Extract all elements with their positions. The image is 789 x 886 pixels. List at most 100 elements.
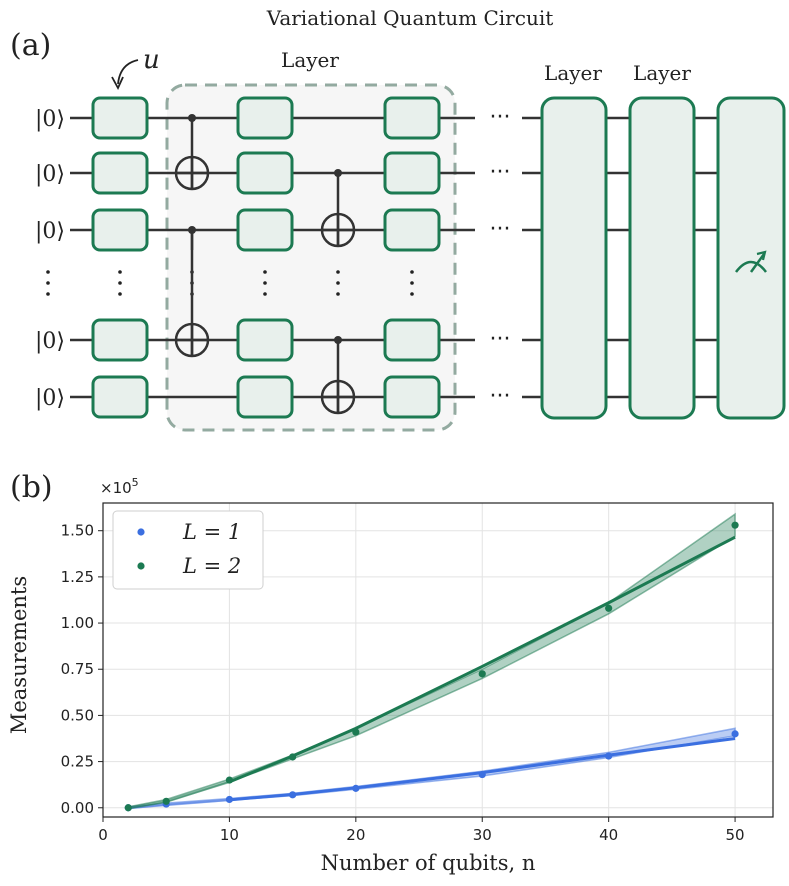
- ellipsis-dot: [46, 292, 50, 296]
- ellipsis-dot: [118, 292, 122, 296]
- y-tick-label: 0.75: [61, 660, 94, 678]
- ket-label: |0⟩: [35, 386, 65, 411]
- x-axis-label: Number of qubits, n: [321, 851, 536, 875]
- data-point-0: [605, 752, 613, 760]
- x-tick-label: 40: [599, 826, 618, 844]
- continuation-dots: ···: [490, 327, 511, 352]
- panel-b-label: (b): [10, 470, 53, 505]
- circuit-panel: (a) Variational Quantum Circuit Layer u …: [10, 6, 786, 432]
- x-tick-label: 30: [473, 826, 492, 844]
- data-point-1: [731, 521, 739, 529]
- cnot-control: [334, 336, 342, 344]
- right-layer-label-1: Layer: [544, 61, 602, 85]
- y-axis-label: Measurements: [7, 576, 31, 734]
- fit-line-0: [229, 737, 736, 802]
- data-point-0: [731, 730, 739, 738]
- y-tick-label: 0.00: [61, 799, 94, 817]
- legend-marker-0: [137, 528, 145, 536]
- layer-block: [628, 96, 696, 420]
- ellipsis-dot: [118, 281, 122, 285]
- gate-box: [91, 318, 149, 362]
- cnot-control: [334, 169, 342, 177]
- data-point-0: [352, 784, 360, 792]
- x-tick-label: 50: [726, 826, 745, 844]
- ellipsis-dot: [336, 281, 340, 285]
- gate-u-label: u: [143, 45, 160, 75]
- legend: L = 1 L = 2: [112, 510, 264, 590]
- gate-box: [91, 151, 149, 195]
- ellipsis-dot: [336, 270, 340, 274]
- ellipsis-dot: [263, 270, 267, 274]
- right-layer-label-2: Layer: [633, 61, 691, 85]
- ellipsis-dot: [336, 292, 340, 296]
- y-tick-label: 1.50: [61, 522, 94, 540]
- x-tick-label: 20: [346, 826, 365, 844]
- data-point-1: [124, 804, 132, 812]
- fit-line-1: [228, 535, 736, 784]
- gate-u-arrowhead: [111, 76, 124, 91]
- ellipsis-dot: [410, 270, 414, 274]
- data-point-0: [478, 770, 486, 779]
- layer-block: [716, 96, 786, 420]
- gate-box: [383, 375, 441, 419]
- data-point-1: [162, 797, 170, 805]
- confidence-band-0: [127, 727, 736, 810]
- meter-arc: [735, 260, 767, 273]
- meter-needle: [749, 253, 766, 273]
- ellipsis-dot: [263, 281, 267, 285]
- gate-u-arrow: [117, 59, 139, 85]
- y-tick-label: 0.50: [61, 706, 94, 724]
- gate-box: [383, 96, 441, 140]
- data-point-1: [289, 753, 297, 761]
- y-tick-label: 1.00: [61, 614, 94, 632]
- legend-label-0: L = 1: [182, 520, 241, 544]
- ellipsis-dot: [410, 292, 414, 296]
- continuation-dots: ···: [490, 160, 511, 185]
- continuation-dots: ···: [490, 105, 511, 130]
- gate-box: [91, 208, 149, 252]
- legend-marker-1: [137, 562, 145, 570]
- ellipsis-dot: [410, 281, 414, 285]
- legend-box: [112, 510, 264, 590]
- cnot-control: [188, 226, 196, 234]
- data-point-1: [478, 670, 486, 678]
- ellipsis-dot: [118, 270, 122, 274]
- gate-box: [236, 151, 294, 195]
- ket-label: |0⟩: [35, 162, 65, 187]
- data-point-1: [352, 728, 360, 736]
- y-multiplier: ×105: [100, 476, 139, 497]
- gate-box: [236, 96, 294, 140]
- layer-label: Layer: [281, 48, 339, 72]
- layer-block: [540, 96, 608, 420]
- ket-label: |0⟩: [35, 219, 65, 244]
- cnot-control: [188, 114, 196, 122]
- ket-label: |0⟩: [35, 329, 65, 354]
- panel-a-label: (a): [10, 28, 51, 63]
- circuit-title: Variational Quantum Circuit: [266, 6, 554, 30]
- gate-box: [91, 375, 149, 419]
- gate-box: [383, 151, 441, 195]
- continuation-dots: ···: [490, 384, 511, 409]
- gate-box: [236, 208, 294, 252]
- ellipsis-dot: [46, 281, 50, 285]
- ket-label: |0⟩: [35, 107, 65, 132]
- data-point-0: [289, 791, 297, 799]
- chart-panel: (b) ×105 0 10 20 30 40 50 0.00 0.25 0.50 0.75 1.00…: [7, 470, 774, 875]
- meter-needle-head: [756, 250, 767, 261]
- x-tick-label: 10: [220, 826, 239, 844]
- y-tick-label: 0.25: [61, 753, 94, 771]
- gate-box: [383, 208, 441, 252]
- gate-box: [236, 318, 294, 362]
- x-tick-label: 0: [98, 826, 108, 844]
- data-point-0: [225, 795, 234, 804]
- ellipsis-dot: [46, 270, 50, 274]
- continuation-dots: ···: [490, 217, 511, 242]
- gate-box: [91, 96, 149, 140]
- data-point-1: [225, 776, 234, 784]
- legend-label-1: L = 2: [182, 554, 241, 578]
- data-point-1: [605, 604, 613, 612]
- ellipsis-dot: [263, 292, 267, 296]
- gate-box: [383, 318, 441, 362]
